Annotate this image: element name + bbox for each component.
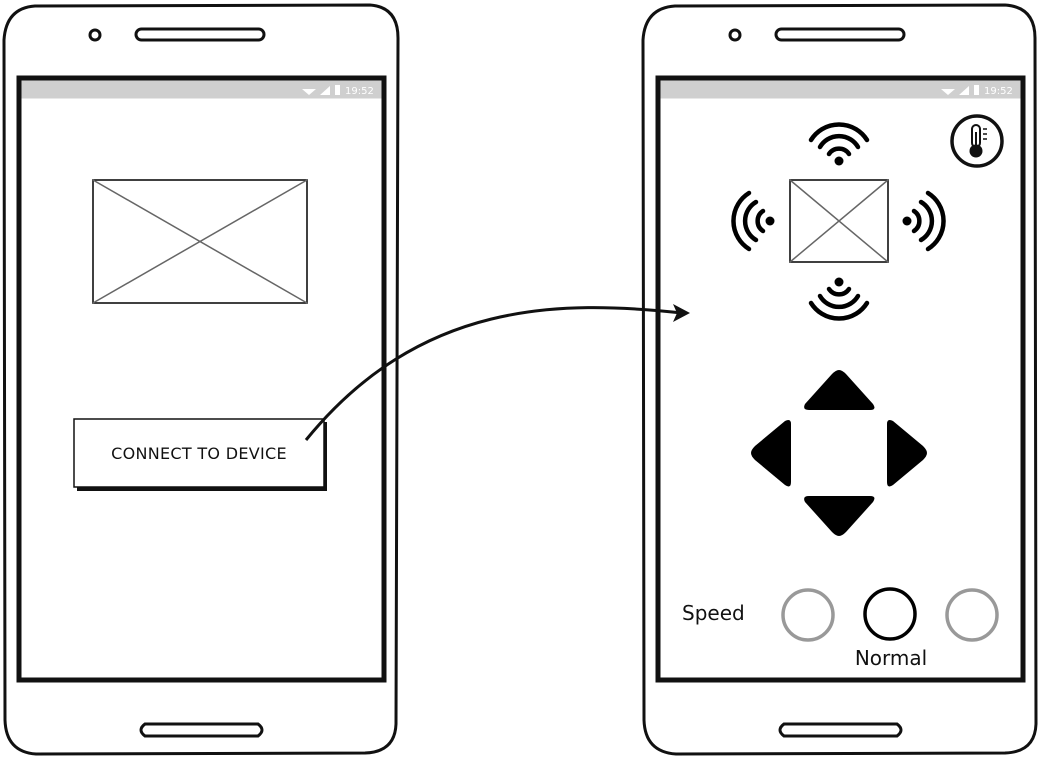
connect-button[interactable]: CONNECT TO DEVICE bbox=[73, 418, 327, 491]
speed-selector: Speed Normal bbox=[682, 587, 999, 670]
speed-label: Speed bbox=[682, 601, 745, 625]
phone-connect-screen: 19:52 CONNECT TO DEVICE bbox=[2, 3, 400, 756]
home-button[interactable] bbox=[139, 722, 264, 738]
arrow-up-icon[interactable] bbox=[804, 370, 875, 410]
cellular-status-icon bbox=[320, 86, 330, 95]
connect-button-face[interactable] bbox=[73, 418, 325, 488]
speed-option-slow[interactable] bbox=[781, 588, 835, 642]
device-image-placeholder bbox=[789, 179, 889, 263]
status-time: 19:52 bbox=[984, 86, 1013, 97]
signal-down-icon bbox=[808, 277, 870, 321]
phone-screen bbox=[16, 75, 387, 683]
wifi-status-icon bbox=[302, 89, 316, 95]
status-icons: 19:52 bbox=[941, 85, 1013, 97]
arrow-left-icon[interactable] bbox=[751, 420, 791, 487]
arrow-right-icon[interactable] bbox=[887, 420, 927, 487]
speed-selected-label: Normal bbox=[855, 646, 927, 670]
status-icons: 19:52 bbox=[302, 85, 374, 97]
speed-option-fast[interactable] bbox=[945, 588, 999, 642]
status-bar bbox=[660, 80, 1021, 99]
signal-right-icon bbox=[902, 190, 946, 252]
speed-option-normal[interactable] bbox=[863, 587, 917, 641]
signal-left-icon bbox=[731, 190, 775, 252]
status-bar bbox=[21, 80, 382, 99]
status-time: 19:52 bbox=[345, 86, 374, 97]
connect-button-label: CONNECT TO DEVICE bbox=[111, 444, 287, 463]
earpiece-speaker bbox=[134, 27, 266, 42]
signal-up-icon bbox=[808, 122, 870, 166]
cellular-status-icon bbox=[959, 86, 969, 95]
battery-status-icon bbox=[335, 85, 340, 95]
thermometer-button[interactable] bbox=[950, 114, 1004, 168]
front-camera-icon bbox=[728, 28, 742, 42]
front-camera-icon bbox=[88, 28, 102, 42]
battery-status-icon bbox=[974, 85, 979, 95]
thermometer-icon bbox=[969, 124, 987, 158]
wifi-status-icon bbox=[941, 89, 955, 95]
phone-control-screen: 19:52 bbox=[641, 3, 1038, 756]
arrow-down-icon[interactable] bbox=[804, 496, 875, 536]
image-placeholder bbox=[92, 179, 308, 304]
flow-arrow-head bbox=[673, 304, 690, 322]
image-placeholder-cross-b bbox=[92, 179, 308, 304]
flow-arrow bbox=[304, 304, 690, 441]
home-button[interactable] bbox=[778, 722, 903, 738]
earpiece-speaker bbox=[774, 27, 906, 42]
device-image-cross-b bbox=[789, 179, 889, 263]
flow-arrow-line bbox=[304, 306, 683, 441]
